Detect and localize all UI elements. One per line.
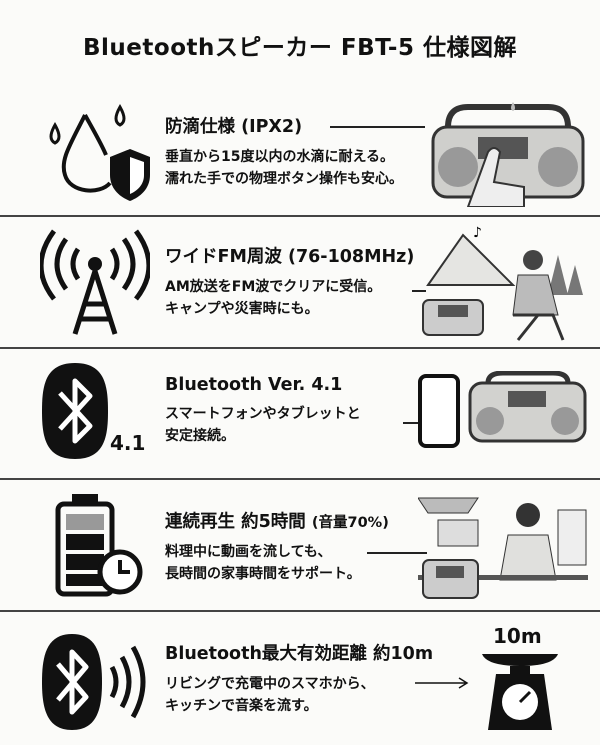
feature-battery: 連続再生 約5時間 (音量70%) 料理中に動画を流しても、長時間の家事時間をサ… bbox=[0, 480, 600, 610]
bluetooth-icon bbox=[42, 363, 108, 459]
arrow-right-icon bbox=[415, 677, 469, 689]
kitchen-scale-icon bbox=[482, 654, 558, 730]
feature-heading-note: (音量70%) bbox=[311, 515, 389, 531]
divider bbox=[0, 478, 600, 480]
camping-radio-illustration: ♪ bbox=[422, 225, 583, 341]
divider bbox=[0, 347, 600, 349]
divider bbox=[0, 610, 600, 612]
feature-description: 長時間の家事時間をサポート。 bbox=[165, 566, 361, 582]
leader-line bbox=[412, 290, 426, 292]
feature-description: リビングで充電中のスマホから、 bbox=[165, 676, 375, 692]
leader-line bbox=[330, 126, 425, 128]
feature-waterproof: 防滴仕様 (IPX2) 垂直から15度以内の水滴に耐える。濡れた手での物理ボタン… bbox=[0, 85, 600, 215]
feature-fm-radio: ワイドFM周波 (76-108MHz) AM放送をFM波でクリアに受信。キャンプ… bbox=[0, 217, 600, 347]
feature-range: Bluetooth最大有効距離 約10m リビングで充電中のスマホから、キッチン… bbox=[0, 612, 600, 745]
radio-antenna-icon bbox=[40, 229, 150, 335]
range-label: 10m bbox=[493, 624, 542, 648]
feature-heading: 防滴仕様 (IPX2) bbox=[165, 117, 303, 137]
feature-description: キャンプや災害時にも。 bbox=[165, 301, 319, 317]
feature-description: スマートフォンやタブレットと bbox=[165, 406, 361, 422]
speaker-wet-hand-illustration bbox=[431, 102, 585, 207]
leader-line bbox=[403, 422, 421, 424]
feature-heading: ワイドFM周波 (76-108MHz) bbox=[165, 247, 415, 267]
water-drop-shield-icon bbox=[49, 103, 150, 201]
feature-description: 安定接続。 bbox=[165, 428, 235, 444]
divider bbox=[0, 215, 600, 217]
feature-heading: Bluetooth Ver. 4.1 bbox=[165, 375, 343, 395]
bluetooth-signal-icon bbox=[42, 634, 146, 730]
feature-description: キッチンで音楽を流す。 bbox=[165, 698, 318, 714]
feature-bluetooth-version: 4.1 Bluetooth Ver. 4.1 スマートフォンやタブレットと安定接… bbox=[0, 349, 600, 478]
feature-description: 料理中に動画を流しても、 bbox=[165, 544, 332, 560]
bluetooth-version-badge: 4.1 bbox=[110, 431, 146, 455]
feature-description: 濡れた手での物理ボタン操作も安心。 bbox=[165, 171, 403, 187]
feature-description: AM放送をFM波でクリアに受信。 bbox=[165, 279, 382, 295]
battery-clock-icon bbox=[55, 494, 143, 597]
feature-description: 垂直から15度以内の水滴に耐える。 bbox=[165, 149, 395, 165]
svg-text:♪: ♪ bbox=[473, 225, 482, 241]
page-title: Bluetoothスピーカー FBT-5 仕様図解 bbox=[83, 35, 517, 61]
smartphone-speaker-illustration bbox=[418, 371, 587, 448]
feature-heading: 連続再生 約5時間 bbox=[165, 512, 306, 532]
kitchen-cooking-illustration bbox=[418, 497, 588, 599]
feature-heading: Bluetooth最大有効距離 約10m bbox=[165, 644, 434, 664]
leader-line bbox=[367, 552, 427, 554]
